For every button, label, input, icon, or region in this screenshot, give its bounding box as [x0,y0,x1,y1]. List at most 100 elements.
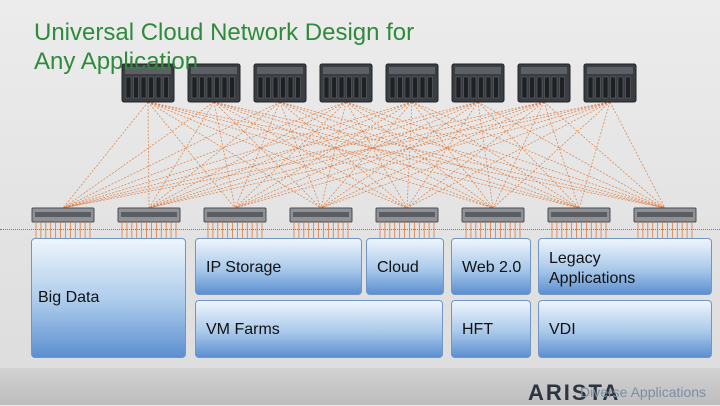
link-spine-7-leaf-2 [148,101,545,209]
link-spine-5-leaf-1 [62,101,413,209]
workload-big-data: Big Data [31,238,186,358]
link-spine-1-leaf-2 [147,101,150,209]
link-spine-4-leaf-2 [148,101,347,209]
leaf-switch-icon [31,207,95,240]
workload-cloud-label: Cloud [377,259,419,276]
link-spine-2-leaf-8 [213,101,666,209]
link-spine-5-leaf-8 [411,101,666,209]
spine-switch-icon [319,63,373,103]
link-spine-7-leaf-6 [492,101,545,209]
link-spine-2-leaf-5 [213,101,408,209]
link-spine-1-leaf-1 [62,101,149,209]
link-spine-8-leaf-3 [234,101,611,209]
dotted-separator [0,229,720,230]
link-spine-3-leaf-4 [279,101,322,209]
link-spine-2-leaf-6 [213,101,494,209]
link-spine-1-leaf-7 [147,101,580,209]
workload-hft: HFT [451,300,531,358]
spine-switch-icon [385,63,439,103]
workload-vdi-label: VDI [549,321,576,338]
footer-bar [0,368,720,405]
leaf-switch-icon [375,207,439,240]
workload-cloud: Cloud [366,238,444,295]
workload-legacy-line-2: Applications [549,270,636,287]
link-spine-1-leaf-6 [147,101,494,209]
link-spine-7-leaf-5 [406,101,545,209]
spine-switch-icon [451,63,505,103]
link-spine-6-leaf-6 [477,101,494,209]
workload-vm-farms: VM Farms [195,300,443,358]
leaf-switch-icon [461,207,525,240]
spine-switch-icon [517,63,571,103]
workload-vm-farms-label: VM Farms [206,321,280,338]
link-spine-2-leaf-3 [213,101,236,209]
link-spine-7-leaf-7 [543,101,580,209]
link-spine-7-leaf-3 [234,101,545,209]
link-spine-8-leaf-5 [406,101,611,209]
link-spine-3-leaf-8 [279,101,666,209]
workload-ip-storage: IP Storage [195,238,362,295]
leaf-switch-icon [289,207,353,240]
link-spine-4-leaf-4 [320,101,347,209]
link-spine-5-leaf-2 [148,101,413,209]
link-spine-6-leaf-5 [406,101,479,209]
link-spine-1-leaf-3 [147,101,236,209]
link-spine-4-leaf-8 [345,101,666,209]
link-spine-1-leaf-4 [147,101,322,209]
workload-ip-storage-label: IP Storage [206,259,282,276]
link-spine-8-leaf-2 [148,101,611,209]
link-spine-7-leaf-4 [320,101,545,209]
link-spine-5-leaf-6 [411,101,494,209]
link-spine-3-leaf-1 [62,101,281,209]
workload-legacy-applications: Legacy Applications [538,238,712,295]
link-spine-8-leaf-4 [320,101,611,209]
link-spine-4-leaf-5 [345,101,408,209]
link-spine-4-leaf-6 [345,101,494,209]
workload-web20: Web 2.0 [451,238,531,295]
workload-big-data-label: Big Data [38,289,100,306]
link-spine-6-leaf-4 [320,101,479,209]
workload-legacy-line-1: Legacy [549,250,601,267]
link-spine-7-leaf-8 [543,101,666,209]
slide-title-line-1: Universal Cloud Network Design for [34,19,415,46]
spine-switch-icon [583,63,637,103]
workload-hft-label: HFT [462,321,494,338]
leaf-switch-icon [117,207,181,240]
slide-title: Universal Cloud Network Design for Any A… [34,18,504,76]
link-spine-3-leaf-2 [148,101,281,209]
link-spine-4-leaf-3 [234,101,347,209]
link-spine-5-leaf-7 [411,101,580,209]
link-spine-3-leaf-3 [234,101,281,209]
spine-switch-icon [121,63,175,103]
link-spine-6-leaf-2 [148,101,479,209]
workload-vdi: VDI [538,300,712,358]
link-spine-6-leaf-7 [477,101,580,209]
link-spine-3-leaf-7 [279,101,580,209]
spine-switch-icon [253,63,307,103]
link-spine-8-leaf-6 [492,101,611,209]
spine-switch-icon [187,63,241,103]
leaf-switch-icon [203,207,267,240]
link-spine-6-leaf-1 [62,101,479,209]
link-spine-2-leaf-1 [62,101,215,209]
link-spine-6-leaf-3 [234,101,479,209]
link-spine-8-leaf-8 [609,101,666,209]
link-spine-4-leaf-1 [62,101,347,209]
link-spine-8-leaf-7 [578,101,611,209]
link-spine-3-leaf-6 [279,101,494,209]
arista-logo: ARISTA [528,380,621,405]
link-spine-8-leaf-1 [62,101,611,209]
link-spine-5-leaf-5 [406,101,413,209]
leaf-switch-icon [633,207,697,240]
leaf-switch-icon [547,207,611,240]
slide-title-line-2: Any Application [34,48,199,75]
link-spine-2-leaf-7 [213,101,580,209]
link-spine-6-leaf-8 [477,101,666,209]
link-spine-2-leaf-4 [213,101,322,209]
link-spine-3-leaf-5 [279,101,408,209]
link-spine-7-leaf-1 [62,101,545,209]
link-spine-5-leaf-3 [234,101,413,209]
link-spine-5-leaf-4 [320,101,413,209]
link-spine-1-leaf-8 [147,101,666,209]
